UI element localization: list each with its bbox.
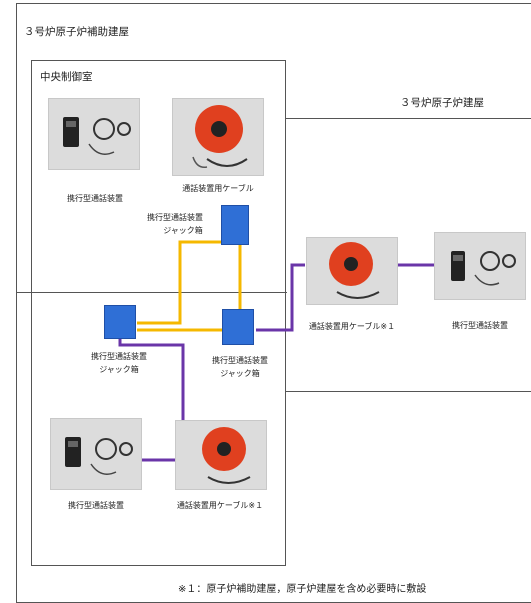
jack-box-left-label-line2: ジャック箱	[99, 365, 139, 374]
control-room-divider	[16, 292, 287, 293]
aux-building-label: ３号炉原子炉補助建屋	[24, 26, 129, 38]
portable-phone-photo-top	[48, 98, 140, 170]
cable-label-top: 通話装置用ケーブル	[182, 184, 254, 193]
cable-reel-icon	[329, 242, 380, 299]
jack-box-right	[222, 309, 254, 345]
cable-reel-photo-right	[306, 237, 398, 305]
cable-reel-photo-bottom	[175, 420, 267, 490]
reactor-building-label: ３号炉原子炉建屋	[400, 97, 484, 109]
cable-reel-icon	[192, 105, 248, 169]
jack-box-left	[104, 305, 136, 339]
jack-box-top	[221, 205, 249, 245]
purple-wire-left-jack-to-bottom-reel	[118, 338, 185, 440]
yellow-wire-top-to-left	[137, 240, 222, 325]
cable-label-bottom: 通話装置用ケーブル※１	[176, 501, 264, 510]
control-room-frame	[31, 60, 286, 566]
cable-label-right: 通話装置用ケーブル※１	[308, 322, 396, 331]
portable-phone-icon	[451, 251, 516, 286]
jack-box-right-label-line2: ジャック箱	[220, 369, 260, 378]
purple-wire-right-jack-to-reel	[256, 263, 305, 332]
portable-phone-photo-right	[434, 232, 526, 300]
jack-box-top-label-line2: ジャック箱	[163, 226, 203, 235]
footnote: ※１：原子炉補助建屋，原子炉建屋を含め必要時に敷設	[178, 584, 427, 595]
portable-phone-icon	[63, 117, 131, 155]
cable-reel-icon	[202, 427, 251, 484]
reactor-building-bottom-border	[286, 391, 531, 392]
cable-reel-photo-top	[172, 98, 264, 176]
portable-phone-photo-bottom	[50, 418, 142, 490]
jack-box-top-label-line1: 携行型通話装置	[147, 213, 203, 222]
jack-box-left-label-line1: 携行型通話装置	[91, 352, 147, 361]
reactor-building-top-border	[286, 118, 531, 119]
control-room-label: 中央制御室	[40, 71, 93, 83]
portable-phone-label-top: 携行型通話装置	[67, 194, 123, 203]
jack-box-right-label-line1: 携行型通話装置	[212, 356, 268, 365]
portable-phone-icon	[65, 437, 133, 475]
portable-phone-label-right: 携行型通話装置	[452, 321, 508, 330]
portable-phone-label-bottom: 携行型通話装置	[68, 501, 124, 510]
